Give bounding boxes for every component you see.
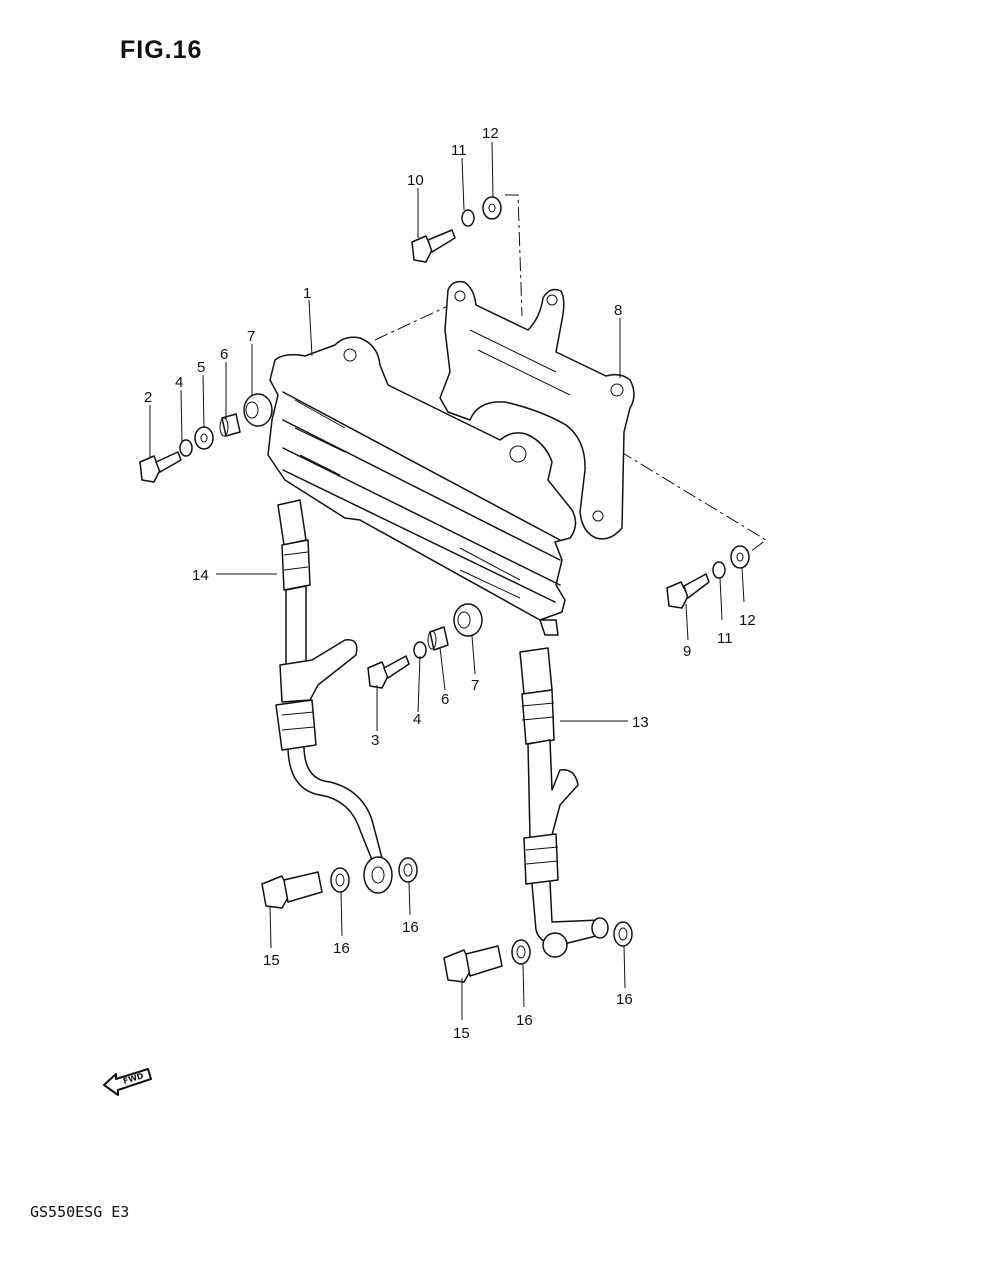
fwd-arrow-icon: FWD xyxy=(103,1068,152,1096)
gasket-part-16-c xyxy=(511,939,531,965)
callout-16-c: 16 xyxy=(516,1012,533,1029)
gasket-part-16-b xyxy=(398,857,418,883)
callout-6-lower: 6 xyxy=(441,691,449,708)
callout-16-b: 16 xyxy=(402,919,419,936)
bolt-part-10 xyxy=(411,229,456,263)
bracket-part xyxy=(439,280,635,540)
callout-12-upper: 12 xyxy=(482,125,499,142)
callout-1: 1 xyxy=(303,285,311,302)
callout-3: 3 xyxy=(371,732,379,749)
callout-8: 8 xyxy=(614,302,622,319)
bolt-part-2 xyxy=(139,451,182,483)
figure-title: FIG.16 xyxy=(120,36,203,64)
gasket-part-16-a xyxy=(330,867,350,893)
callout-11-upper: 11 xyxy=(451,142,467,159)
callout-labels: 1 2 3 4 4 5 6 6 7 7 8 9 10 11 11 12 12 1… xyxy=(144,125,756,1042)
callout-12-lower: 12 xyxy=(739,612,756,629)
bolt-part-9 xyxy=(666,573,710,609)
callout-16-d: 16 xyxy=(616,991,633,1008)
callout-16-a: 16 xyxy=(333,940,350,957)
callout-5: 5 xyxy=(197,359,205,376)
collar-upper xyxy=(219,413,241,437)
callout-15-right: 15 xyxy=(453,1025,470,1042)
callout-13: 13 xyxy=(632,714,649,731)
collar-lower xyxy=(427,626,449,651)
lock-washer-part-11-upper xyxy=(461,209,475,227)
callout-4-upper: 4 xyxy=(175,374,183,391)
union-bolt-part-15-left xyxy=(261,871,323,909)
callout-7-lower: 7 xyxy=(471,677,479,694)
washer-part-5 xyxy=(194,426,214,450)
callout-7-upper: 7 xyxy=(247,328,255,345)
grommet-upper xyxy=(243,393,273,427)
lock-washer-part-11-lower xyxy=(712,561,726,579)
callout-2: 2 xyxy=(144,389,152,406)
oil-cooler-part xyxy=(267,336,577,636)
lock-washer-part-4-upper xyxy=(179,439,193,457)
callout-14: 14 xyxy=(192,567,209,584)
leader-lines xyxy=(149,141,745,1020)
callout-10: 10 xyxy=(407,172,424,189)
gasket-part-16-d xyxy=(613,921,633,947)
washer-part-12-lower xyxy=(730,545,750,569)
oil-hose-part-14 xyxy=(275,499,393,894)
model-code: GS550ESG E3 xyxy=(30,1203,130,1221)
grommet-lower xyxy=(453,603,483,637)
bolt-part-3 xyxy=(367,655,410,689)
callout-4-lower: 4 xyxy=(413,711,421,728)
oil-hose-part-13 xyxy=(519,647,609,958)
alignment-lines xyxy=(374,194,767,553)
callout-6-upper: 6 xyxy=(220,346,228,363)
callout-9: 9 xyxy=(683,643,691,660)
lock-washer-part-4-lower xyxy=(413,641,427,659)
union-bolt-part-15-right xyxy=(443,945,503,983)
callout-15-left: 15 xyxy=(263,952,280,969)
callout-11-lower: 11 xyxy=(717,630,733,647)
washer-part-12-upper xyxy=(482,196,502,220)
